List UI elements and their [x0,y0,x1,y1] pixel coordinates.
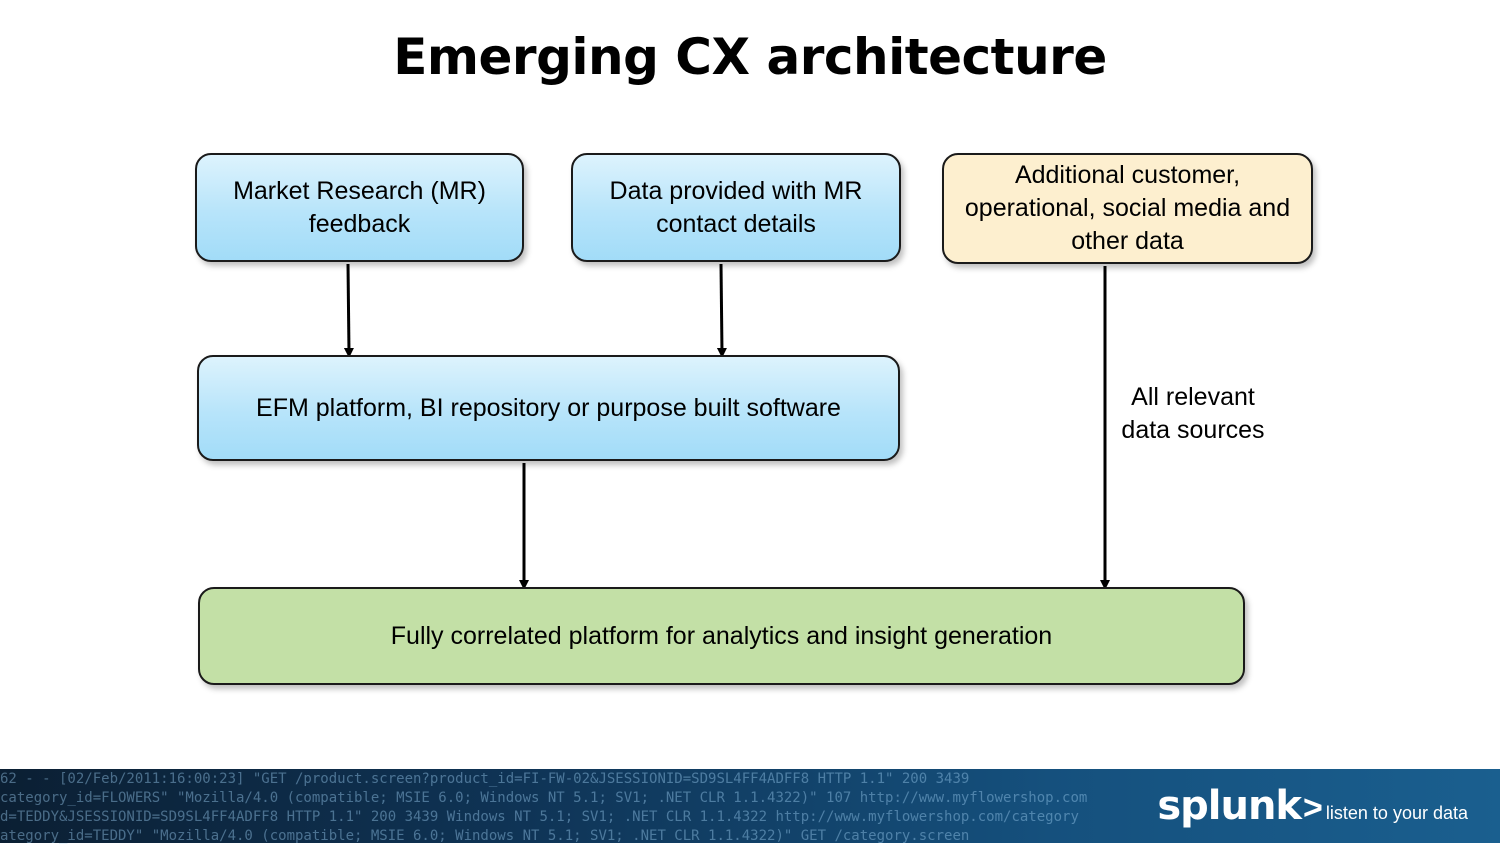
market-research-label: Market Research (MR) feedback [233,176,486,238]
data-provided-label: Data provided with MR contact details [609,176,863,238]
all-relevant-data-sources-label: All relevant data sources [1121,383,1265,444]
brand-tagline: listen to your data [1325,803,1468,823]
splunk-logo: splunk > listen to your data [1157,783,1468,829]
additional-data-label: Additional customer, operational, social… [964,161,1291,255]
efm-platform-label: EFM platform, BI repository or purpose b… [256,393,841,422]
footer-banner: 62 - - [02/Feb/2011:16:00:23] "GET /prod… [0,769,1500,844]
additional-data-box: Additional customer, operational, social… [942,153,1313,264]
fully-correlated-platform-label: Fully correlated platform for analytics … [390,621,1053,650]
fully-correlated-platform-box: Fully correlated platform for analytics … [198,587,1245,685]
efm-platform-box: EFM platform, BI repository or purpose b… [197,355,900,461]
arrow-mr-to-efm [343,263,354,358]
slide-title: Emerging CX architecture [393,28,1107,86]
log-line: ategory_id=TEDDY" "Mozilla/4.0 (compatib… [0,828,970,844]
splunk-wordmark: splunk [1157,783,1302,829]
log-background-text: 62 - - [02/Feb/2011:16:00:23] "GET /prod… [0,769,1088,844]
data-provided-box: Data provided with MR contact details [571,153,901,262]
chevron-right-icon: > [1303,789,1323,827]
arrow-data-to-efm [716,263,727,358]
log-line: category_id=FLOWERS" "Mozilla/4.0 (compa… [0,790,1088,806]
market-research-box: Market Research (MR) feedback [195,153,524,262]
log-line: d=TEDDY&JSESSIONID=SD9SL4FF4ADFF8 HTTP 1… [0,809,1079,825]
log-line: 62 - - [02/Feb/2011:16:00:23] "GET /prod… [0,771,970,787]
